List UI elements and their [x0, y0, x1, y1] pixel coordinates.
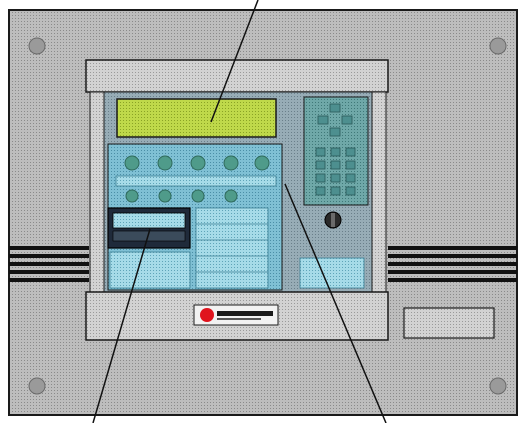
terminal-block-right: [196, 208, 268, 288]
screw-bottom-left: [29, 378, 45, 394]
screw-top-left: [29, 38, 45, 54]
key-switch-icon: [325, 212, 341, 228]
keypad: [304, 97, 368, 205]
top-hood: [86, 60, 388, 92]
label-plate: [404, 308, 494, 338]
screw-bottom-right: [490, 378, 506, 394]
red-circle-logo-icon: [200, 308, 214, 322]
module-strip: [116, 176, 276, 186]
side-module: [300, 258, 364, 288]
brand-logo: [194, 305, 278, 325]
lcd-display: [117, 99, 276, 137]
screw-top-right: [490, 38, 506, 54]
terminal-block-left: [110, 252, 190, 288]
printer-module: [108, 208, 190, 248]
